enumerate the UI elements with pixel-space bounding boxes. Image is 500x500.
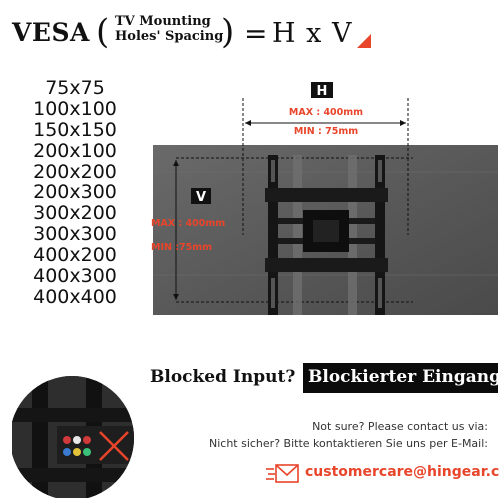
contact-german: Nicht sicher? Bitte kontaktieren Sie uns… xyxy=(208,437,488,450)
tv-mount-diagram: H MAX : 400mm MIN : 75mm V MAX : 400mm M… xyxy=(151,82,498,315)
vesa-size-item: 400x400 xyxy=(33,285,117,308)
v-max-label: MAX : 400mm xyxy=(151,218,225,229)
vesa-size-item: 75x75 xyxy=(45,77,105,99)
vesa-size-list: 75x75 100x100 150x150 200x100 200x200 20… xyxy=(10,78,140,308)
header-equals: = xyxy=(244,17,268,50)
header-formula: H x V xyxy=(272,18,353,49)
h-max-label: MAX : 400mm xyxy=(289,107,363,118)
h-marker-box xyxy=(311,82,333,98)
v-min-label: MIN :75mm xyxy=(151,242,212,253)
accent-triangle-icon xyxy=(357,34,371,48)
header-vesa: VESA xyxy=(12,18,90,47)
header-subtitle-line1: TV Mounting xyxy=(115,14,211,29)
vesa-size-item: 200x200 xyxy=(33,160,117,183)
contact-english: Not sure? Please contact us via: xyxy=(312,420,488,433)
v-marker-label: V xyxy=(196,190,206,205)
vesa-size-item: 200x100 xyxy=(33,139,117,162)
vesa-size-item: 400x300 xyxy=(33,265,117,288)
h-marker-label: H xyxy=(317,84,328,99)
tv-ports-photo xyxy=(12,376,134,498)
vesa-size-item: 150x150 xyxy=(33,118,117,141)
blocked-input-german: Blockierter Eingang? xyxy=(308,367,500,387)
blocked-input-english: Blocked Input? xyxy=(150,367,296,387)
mail-icon xyxy=(266,464,299,483)
header-subtitle-line2: Holes' Spacing xyxy=(115,29,224,44)
header-paren-right: ) xyxy=(221,12,235,52)
vesa-size-item: 200x300 xyxy=(33,181,117,204)
header-paren-left: ( xyxy=(96,12,110,52)
blocked-input-german-bg xyxy=(303,363,498,393)
vesa-size-item: 300x200 xyxy=(33,202,117,225)
vesa-size-item: 300x300 xyxy=(33,223,117,246)
h-min-label: MIN : 75mm xyxy=(294,126,358,137)
vesa-size-item: 100x100 xyxy=(33,97,117,120)
vesa-size-item: 400x200 xyxy=(33,244,117,267)
wall-mount-bracket xyxy=(265,155,388,315)
contact-email-link[interactable]: customercare@hingear.com xyxy=(305,464,500,480)
v-marker-box xyxy=(191,188,211,204)
